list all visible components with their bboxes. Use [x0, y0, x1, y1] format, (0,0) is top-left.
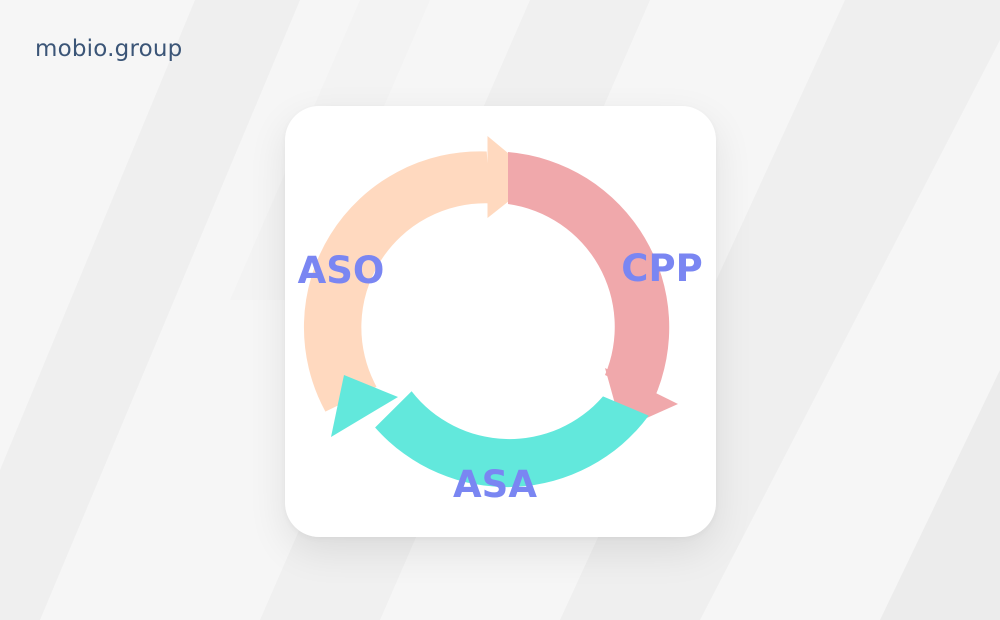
asa-arc — [375, 391, 649, 488]
aso-arc — [303, 151, 491, 412]
cycle-card: ASO CPP ASA — [285, 106, 716, 537]
cycle-diagram: ASO CPP ASA — [298, 136, 703, 506]
asa-label: ASA — [453, 463, 537, 506]
aso-label: ASO — [298, 249, 385, 292]
cpp-arc — [508, 152, 670, 399]
asa-arrowhead — [331, 375, 398, 437]
cpp-label: CPP — [621, 247, 702, 290]
brand-logo-text[interactable]: mobio.group — [35, 36, 183, 62]
